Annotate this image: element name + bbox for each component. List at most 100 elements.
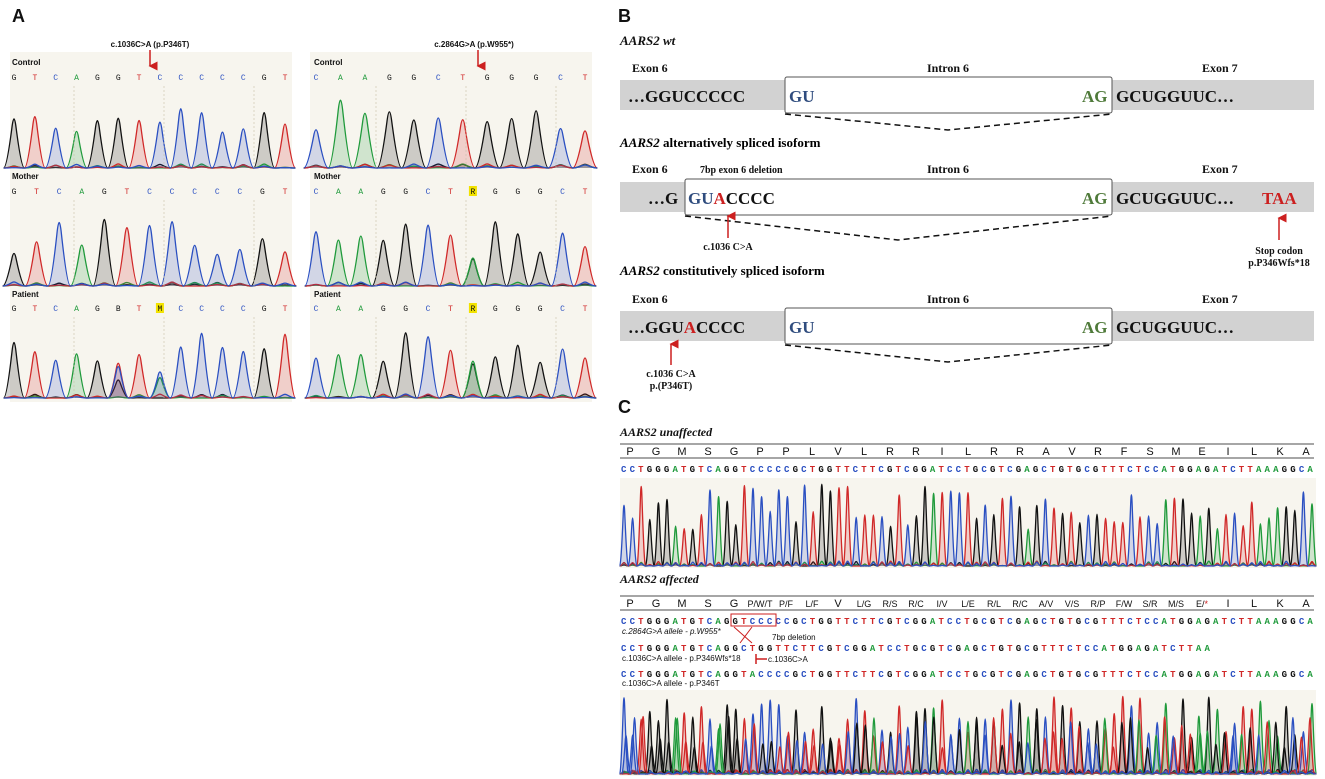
affected-seq3-base: G	[733, 670, 738, 680]
affected-seq1-base: A	[930, 617, 936, 627]
panel-a-left-2-base: C	[241, 305, 246, 314]
unaffected-trace-T	[619, 484, 1317, 567]
unaffected-base: C	[1127, 465, 1133, 475]
affected-seq2-base: T	[681, 644, 687, 654]
affected-seq1-base: G	[655, 617, 660, 627]
unaffected-aa: L	[809, 446, 815, 458]
affected-seq3-base: C	[947, 670, 953, 680]
unaffected-base: T	[999, 465, 1005, 475]
affected-seq1-base: T	[896, 617, 902, 627]
affected-aa: P	[626, 598, 633, 610]
unaffected-base: G	[973, 465, 978, 475]
affected-seq1-base: G	[793, 617, 798, 627]
affected-aa: R/C	[1012, 599, 1028, 609]
affected-seq3-base: T	[1050, 670, 1056, 680]
panel-a-left-2-base: T	[32, 305, 37, 314]
affected-seq1-base: G	[990, 617, 995, 627]
affected-seq2-base: A	[1136, 644, 1142, 654]
affected-seq3-base: C	[621, 670, 627, 680]
panel-a-left-1-base: A	[79, 188, 84, 197]
affected-seq3-base: T	[681, 670, 687, 680]
panel-a-left-0-base: G	[12, 74, 17, 83]
affected-seq2-base: A	[1101, 644, 1107, 654]
affected-seq3-base: T	[810, 670, 816, 680]
affected-seq3-base: T	[698, 670, 704, 680]
unaffected-aa: P	[756, 446, 763, 458]
affected-seq1-base: C	[630, 617, 636, 627]
alt-exon6-label: Exon 6	[632, 162, 668, 176]
unaffected-base: G	[1033, 465, 1038, 475]
affected-seq1-base: A	[1024, 617, 1030, 627]
panel-a-right-2-heterozygous-highlight	[468, 303, 477, 313]
affected-title: AARS2 affected	[619, 572, 700, 586]
const-gu: GU	[789, 318, 815, 337]
affected-seq2-base: C	[630, 644, 636, 654]
alt-title: AARS2 alternatively spliced isoform	[619, 135, 821, 150]
affected-seq3-base: C	[1007, 670, 1013, 680]
affected-seq1-base: T	[1170, 617, 1176, 627]
unaffected-base: T	[681, 465, 687, 475]
panel-a-right-1-base: T	[583, 188, 588, 197]
affected-seq1-base: G	[1282, 617, 1287, 627]
panel-a-right-0-base: C	[558, 74, 563, 83]
affected-seq2-base: G	[1127, 644, 1132, 654]
const-mutant-base: A	[684, 318, 697, 337]
affected-seq3-base: A	[672, 670, 678, 680]
affected-seq3-base: T	[1222, 670, 1228, 680]
right-patient-label: Patient	[314, 290, 341, 299]
panel-a-right-1-base: G	[538, 188, 543, 197]
wt-splice-line	[784, 113, 1113, 131]
affected-seq2-base: G	[853, 644, 858, 654]
affected-seq1-base: T	[964, 617, 970, 627]
affected-aa: G	[652, 598, 661, 610]
affected-seq1-base: C	[1153, 617, 1159, 627]
affected-seq3-base: A	[1196, 670, 1202, 680]
panel-a-left-2-trace-C	[3, 332, 296, 399]
panel-a-right-2-base: G	[538, 305, 543, 314]
unaffected-title: AARS2 unaffected	[619, 425, 713, 439]
unaffected-base: A	[1196, 465, 1202, 475]
affected-aa: S/R	[1142, 599, 1158, 609]
unaffected-aa: R	[1094, 446, 1102, 458]
unaffected-aa: P	[782, 446, 789, 458]
affected-aa: A/V	[1039, 599, 1054, 609]
unaffected-base: G	[647, 465, 652, 475]
panel-a-left-1-base: C	[170, 188, 175, 197]
const-ag: AG	[1082, 318, 1108, 337]
affected-seq1-base: G	[973, 617, 978, 627]
const-seq-b: CCCC	[696, 318, 745, 337]
unaffected-aa: A	[1302, 446, 1310, 458]
unaffected-base: T	[836, 465, 842, 475]
affected-seq2-base: C	[921, 644, 927, 654]
affected-seq2-base: A	[672, 644, 678, 654]
affected-seq2-base: G	[1033, 644, 1038, 654]
affected-seq1-base: T	[1239, 617, 1245, 627]
affected-seq1-base: C	[750, 617, 756, 627]
affected-seq2-base: T	[775, 644, 781, 654]
panel-a-right-0-base: C	[314, 74, 319, 83]
panel-a-left-1-base: C	[215, 188, 220, 197]
affected-seq2-base: G	[690, 644, 695, 654]
affected-seq3-base: G	[793, 670, 798, 680]
affected-seq1-base: A	[1256, 617, 1262, 627]
wt-exon7-seq: GCUGGUUC…	[1116, 87, 1234, 106]
panel-a-right-0-trace-C	[303, 117, 598, 169]
unaffected-base: G	[690, 465, 695, 475]
panel-a-right-1-base: G	[381, 188, 386, 197]
affected-aa: V	[834, 598, 842, 610]
unaffected-base: C	[878, 465, 884, 475]
unaffected-base: G	[1179, 465, 1184, 475]
affected-seq2-base: T	[1162, 644, 1168, 654]
unaffected-base: C	[1084, 465, 1090, 475]
affected-seq2-base: A	[1153, 644, 1159, 654]
affected-seq2-base: G	[647, 644, 652, 654]
affected-seq1-base: G	[887, 617, 892, 627]
alt-cccc: CCCC	[726, 189, 775, 208]
panel-a-right-2-base: C	[560, 305, 565, 314]
affected-seq2-base: C	[844, 644, 850, 654]
panel-a-left-2-base: G	[12, 305, 17, 314]
const-intron-label: Intron 6	[927, 292, 969, 306]
affected-seq2-base: C	[1084, 644, 1090, 654]
